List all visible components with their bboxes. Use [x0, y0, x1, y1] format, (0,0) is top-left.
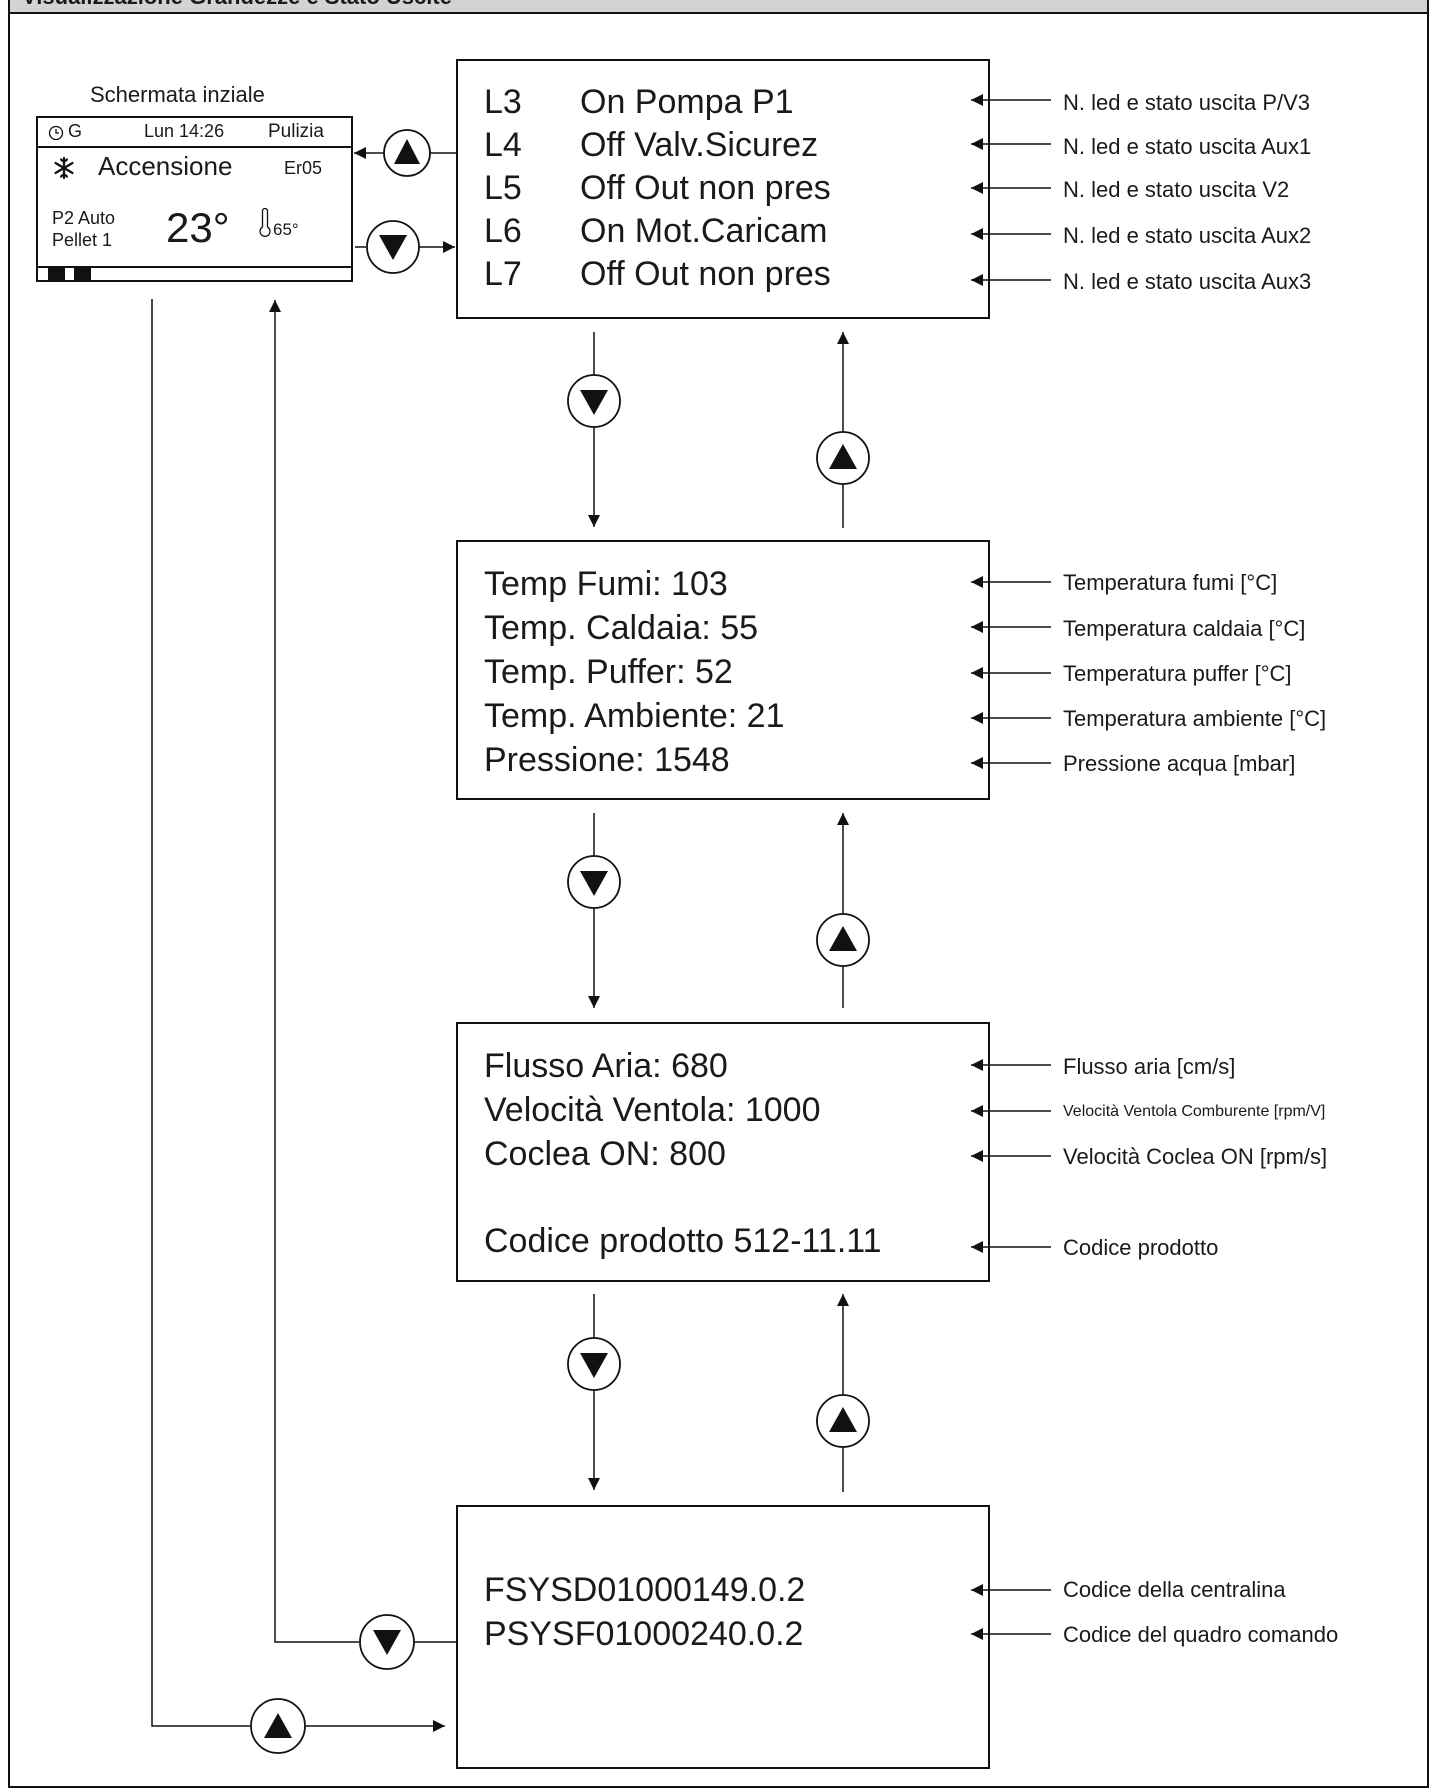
arrow-up-button-icon[interactable]	[250, 1698, 306, 1754]
temp-row-pressione: Pressione: 1548	[484, 741, 730, 779]
note-product-code: Codice prodotto	[1063, 1235, 1219, 1260]
snowflake-icon	[54, 156, 74, 180]
lcd-water-temp: 65°	[273, 220, 299, 239]
note-airflow: Flusso aria [cm/s]	[1063, 1054, 1236, 1079]
auger-row: Coclea ON: 800	[484, 1135, 726, 1173]
arrow-up-button-icon[interactable]	[816, 1394, 870, 1448]
control-panel-code: PSYSF01000240.0.2	[484, 1615, 804, 1653]
link-box4-to-initial-b	[269, 300, 359, 1643]
lcd-room-temp: 23°	[166, 204, 230, 251]
link-initial-to-box4-a	[151, 299, 250, 1727]
arrow-down-button-icon[interactable]	[567, 374, 621, 428]
output-led-l5: L5	[484, 169, 522, 207]
box-outputs	[456, 59, 990, 319]
arrow-up-button-icon[interactable]	[816, 431, 870, 485]
box-temperatures	[456, 540, 990, 800]
note-temp-fumi: Temperatura fumi [°C]	[1063, 570, 1278, 595]
diagram-border	[8, 12, 1429, 1788]
output-led-l7: L7	[484, 255, 522, 293]
airflow-row: Flusso Aria: 680	[484, 1047, 728, 1085]
output-text-l4: Off Valv.Sicurez	[580, 126, 819, 164]
box-airflow	[456, 1022, 990, 1282]
lcd-bar-block-1	[48, 268, 65, 280]
header-bar: Visualizzazione Grandezze e Stato Uscite	[8, 0, 1429, 14]
arrow-down-button-icon[interactable]	[567, 855, 621, 909]
arrow-down-button-icon[interactable]	[567, 1337, 621, 1391]
lcd-bottom-row	[38, 266, 351, 268]
lcd-error: Er05	[284, 158, 323, 178]
box-codes	[456, 1505, 990, 1769]
initial-screen-caption: Schermata inziale	[90, 82, 265, 107]
output-led-l4: L4	[484, 126, 522, 164]
lcd-bar-block-2	[74, 268, 91, 280]
lcd-mode: G	[68, 121, 83, 141]
lcd-top-row	[38, 118, 351, 148]
note-temp-caldaia: Temperatura caldaia [°C]	[1063, 616, 1306, 641]
control-unit-code: FSYSD01000149.0.2	[484, 1571, 806, 1609]
note-output-l3: N. led e stato uscita P/V3	[1063, 90, 1311, 115]
note-output-l7: N. led e stato uscita Aux3	[1063, 269, 1312, 294]
header-title: Visualizzazione Grandezze e Stato Uscite	[22, 0, 452, 10]
note-output-l5: N. led e stato uscita V2	[1063, 177, 1290, 202]
note-fan-speed: Velocità Ventola Comburente [rpm/V]	[1063, 1103, 1326, 1120]
arrow-up-button-icon[interactable]	[383, 129, 431, 177]
fan-speed-row: Velocità Ventola: 1000	[484, 1091, 821, 1129]
note-temp-ambiente: Temperatura ambiente [°C]	[1063, 706, 1327, 731]
product-code-row: Codice prodotto 512-11.11	[484, 1222, 882, 1260]
temp-row-ambiente: Temp. Ambiente: 21	[484, 697, 785, 735]
output-text-l5: Off Out non pres	[580, 169, 831, 207]
temp-row-fumi: Temp Fumi: 103	[484, 565, 728, 603]
output-text-l3: On Pompa P1	[580, 83, 794, 121]
note-output-l6: N. led e stato uscita Aux2	[1063, 223, 1312, 248]
lcd-day-time: Lun 14:26	[144, 121, 225, 141]
lcd-phase: Pulizia	[268, 121, 324, 142]
arrow-up-button-icon[interactable]	[816, 913, 870, 967]
clock-icon	[48, 125, 64, 141]
temp-row-caldaia: Temp. Caldaia: 55	[484, 609, 759, 647]
note-control-panel-code: Codice del quadro comando	[1063, 1622, 1339, 1647]
output-text-l7: Off Out non pres	[580, 255, 831, 293]
lcd-state: Accensione	[98, 151, 233, 181]
initial-screen-display: G Lun 14:26 Pulizia Accensione Er05 P2 A…	[36, 116, 353, 282]
output-led-l6: L6	[484, 212, 522, 250]
output-led-l3: L3	[484, 83, 522, 121]
note-control-unit-code: Codice della centralina	[1063, 1577, 1286, 1602]
lcd-line1: P2 Auto	[52, 208, 116, 228]
arrow-down-button-icon[interactable]	[366, 220, 420, 274]
arrow-down-button-icon[interactable]	[359, 1614, 415, 1670]
thermometer-icon	[259, 208, 271, 237]
lcd-line2: Pellet 1	[52, 230, 113, 250]
output-text-l6: On Mot.Caricam	[580, 212, 828, 250]
note-output-l4: N. led e stato uscita Aux1	[1063, 134, 1312, 159]
note-pressione: Pressione acqua [mbar]	[1063, 751, 1296, 776]
temp-row-puffer: Temp. Puffer: 52	[484, 653, 733, 691]
note-auger: Velocità Coclea ON [rpm/s]	[1063, 1144, 1328, 1169]
note-temp-puffer: Temperatura puffer [°C]	[1063, 661, 1292, 686]
